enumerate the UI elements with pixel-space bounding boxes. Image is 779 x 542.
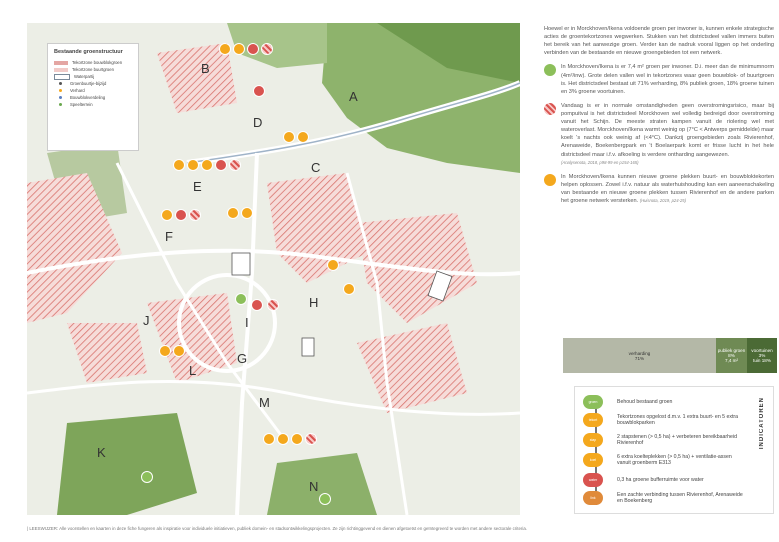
surface-distribution-bar: verharding 71% publiek groen 8% 7,4 m² v…: [563, 338, 777, 373]
action-marker[interactable]: [173, 345, 185, 357]
legend-dot: [59, 82, 62, 85]
legend-title: Bestaande groenstructuur: [54, 49, 123, 55]
indicator-row: groen Behoud bestaand groen: [583, 395, 672, 409]
bar-segment-voortuinen: voortuinen 3% tuin 18%: [747, 338, 777, 373]
network-icon: [544, 173, 556, 186]
map-area[interactable]: Bestaande groenstructuur Tekortzone bouw…: [27, 23, 520, 515]
legend-swatch: [54, 73, 70, 80]
action-marker[interactable]: [305, 433, 317, 445]
legend-item: Groenbuurtje-bijzijd: [54, 80, 132, 87]
action-marker[interactable]: [277, 433, 289, 445]
legend-item: Tekortzone bouwblokgroen: [54, 59, 132, 66]
legend-item: Verhard: [54, 87, 132, 94]
action-marker[interactable]: [253, 85, 265, 97]
indicator-badge: link: [583, 491, 603, 505]
map-background: [27, 23, 520, 515]
legend-item: Bouwblokverdeling: [54, 94, 132, 101]
action-marker[interactable]: [319, 493, 331, 505]
action-marker[interactable]: [187, 159, 199, 171]
map-legend: Bestaande groenstructuur Tekortzone bouw…: [47, 43, 139, 151]
area-label-d[interactable]: D: [253, 115, 263, 130]
area-label-b[interactable]: B: [201, 61, 210, 76]
indicator-badge: groen: [583, 395, 603, 409]
network-paragraph: In Morckhoven/Ikena kunnen nieuwe groene…: [544, 173, 774, 205]
action-marker[interactable]: [189, 209, 201, 221]
action-marker[interactable]: [227, 207, 239, 219]
water-paragraph: Vandaag is er in normale omstandigheden …: [544, 102, 774, 167]
legend-item: Tekortzone buurtgroen: [54, 66, 132, 73]
intro-paragraph: Hoewel er in Morckhoven/Ikena voldoende …: [544, 26, 774, 57]
area-label-j[interactable]: J: [143, 313, 150, 328]
area-label-l[interactable]: L: [189, 363, 197, 378]
legend-item: Speelterrein: [54, 101, 132, 108]
indicator-row: stap 2 stapstenen (> 0,5 ha) + verbetere…: [583, 433, 743, 447]
action-marker[interactable]: [229, 159, 241, 171]
indicators-title: INDICATOREN: [759, 397, 765, 450]
indicator-line: [595, 397, 597, 505]
action-marker[interactable]: [159, 345, 171, 357]
area-label-c[interactable]: C: [311, 160, 321, 175]
action-marker[interactable]: [173, 159, 185, 171]
action-marker[interactable]: [251, 299, 263, 311]
indicator-badge: water: [583, 473, 603, 487]
action-marker[interactable]: [291, 433, 303, 445]
area-label-e[interactable]: E: [193, 179, 202, 194]
area-label-k[interactable]: K: [97, 445, 106, 460]
indicator-row: tekort Tekortzones opgelost d.m.v. 1 ext…: [583, 413, 743, 427]
area-label-h[interactable]: H: [309, 295, 319, 310]
indicator-badge: koel: [583, 453, 603, 467]
action-marker[interactable]: [261, 43, 273, 55]
area-label-m[interactable]: M: [259, 395, 270, 410]
action-marker[interactable]: [247, 43, 259, 55]
area-label-f[interactable]: F: [165, 229, 173, 244]
legend-item: Waterpartij: [54, 73, 132, 80]
area-label-g[interactable]: G: [237, 351, 248, 366]
legend-swatch: [54, 60, 68, 65]
indicator-row: koel 6 extra koelteplekken (> 0,5 ha) + …: [583, 453, 743, 467]
action-marker[interactable]: [141, 471, 153, 483]
action-marker[interactable]: [327, 259, 339, 271]
action-marker[interactable]: [161, 209, 173, 221]
action-marker[interactable]: [215, 159, 227, 171]
green-paragraph: In Morckhoven/Ikena is er 7,4 m² groen p…: [544, 63, 774, 95]
action-marker[interactable]: [235, 293, 247, 305]
legend-swatch: [54, 67, 68, 72]
action-marker[interactable]: [297, 131, 309, 143]
area-label-a[interactable]: A: [349, 89, 358, 104]
action-marker[interactable]: [263, 433, 275, 445]
footer-note: | LEESWIJZER: Alle voorstellen en kaarte…: [27, 526, 528, 531]
legend-dot: [59, 103, 62, 106]
flood-icon: [544, 102, 556, 115]
action-marker[interactable]: [343, 283, 355, 295]
area-label-n[interactable]: N: [309, 479, 319, 494]
area-label-i[interactable]: I: [245, 315, 249, 330]
bar-segment-publiek-groen: publiek groen 8% 7,4 m²: [716, 338, 747, 373]
indicator-badge: stap: [583, 433, 603, 447]
indicators-panel: groen Behoud bestaand groen tekort Tekor…: [574, 386, 774, 514]
action-marker[interactable]: [175, 209, 187, 221]
action-marker[interactable]: [283, 131, 295, 143]
description-column: Hoewel er in Morckhoven/Ikena voldoende …: [544, 25, 774, 211]
action-marker[interactable]: [241, 207, 253, 219]
tree-icon: [544, 64, 556, 77]
action-marker[interactable]: [201, 159, 213, 171]
indicator-row: link Een zachte verbinding tussen Rivier…: [583, 491, 743, 505]
indicator-row: water 0,3 ha groene bufferruimte voor wa…: [583, 473, 743, 487]
legend-dot: [59, 89, 62, 92]
bar-segment-verharding: verharding 71%: [563, 338, 716, 373]
indicator-badge: tekort: [583, 413, 603, 427]
action-marker[interactable]: [267, 299, 279, 311]
action-marker[interactable]: [219, 43, 231, 55]
legend-dot: [59, 96, 62, 99]
action-marker[interactable]: [233, 43, 245, 55]
